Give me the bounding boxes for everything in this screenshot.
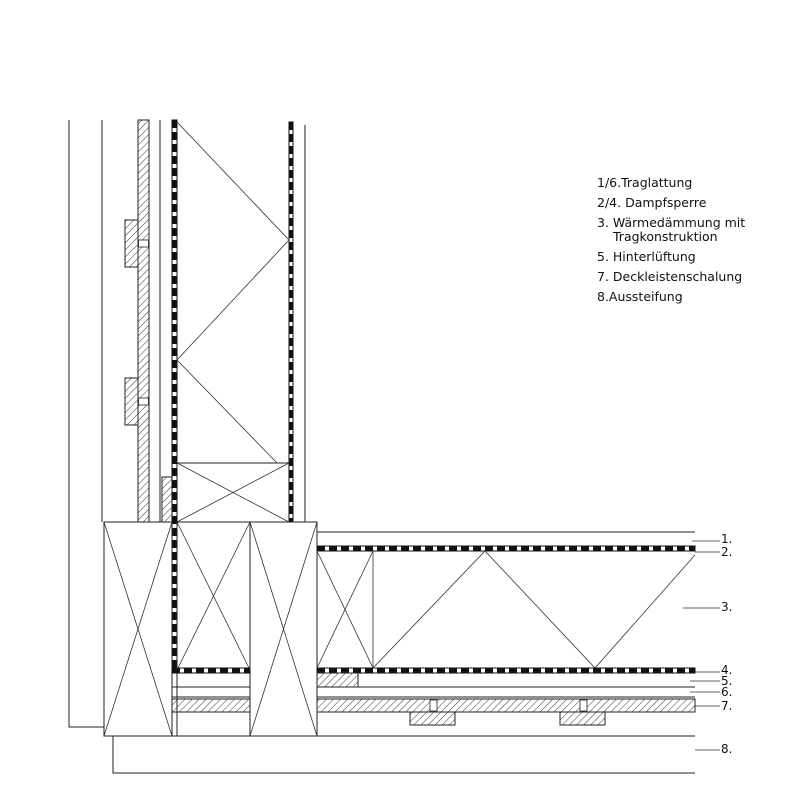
legend-item: 2/4. Dampfsperre bbox=[597, 195, 707, 210]
cover-strip bbox=[409, 711, 456, 726]
cladding-board bbox=[316, 698, 696, 713]
batten bbox=[316, 672, 359, 688]
callout-3: 3. bbox=[721, 600, 733, 614]
callout-7: 7. bbox=[721, 699, 733, 713]
batten bbox=[161, 476, 173, 523]
cladding-board bbox=[171, 698, 251, 713]
legend-item: 3. Wärmedämmung mit bbox=[597, 215, 746, 230]
cladding-board bbox=[137, 119, 150, 523]
cover-strip bbox=[124, 377, 139, 426]
cover-strip bbox=[559, 711, 606, 726]
legend-item: 8.Aussteifung bbox=[597, 289, 683, 304]
callout-8: 8. bbox=[721, 742, 733, 756]
horizontal-wall bbox=[104, 531, 696, 774]
legend: 1/6.Traglattung 2/4. Dampfsperre 3. Wärm… bbox=[597, 173, 745, 307]
callout-4: 4. bbox=[721, 663, 733, 677]
callout-5: 5. bbox=[721, 674, 733, 688]
cover-strip bbox=[124, 219, 139, 268]
legend-item: 7. Deckleistenschalung bbox=[597, 269, 743, 284]
callout-6: 6. bbox=[721, 685, 733, 699]
callout-1: 1. bbox=[721, 532, 733, 546]
legend-item: Tragkonstruktion bbox=[613, 229, 718, 244]
legend-item: 5. Hinterlüftung bbox=[597, 249, 696, 264]
callout-2: 2. bbox=[721, 545, 733, 559]
callout-leaders bbox=[683, 540, 720, 751]
vertical-wall bbox=[68, 119, 306, 728]
legend-item: 1/6.Traglattung bbox=[597, 175, 693, 190]
